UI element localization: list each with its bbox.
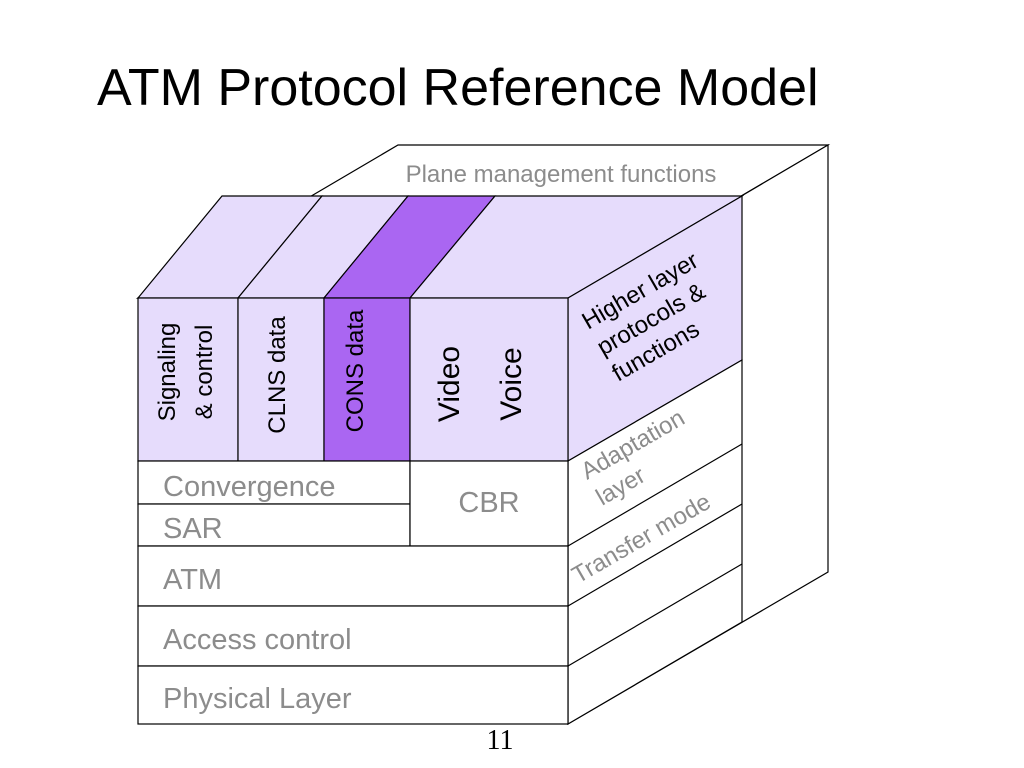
cbr-label: CBR (458, 487, 519, 519)
cbr-box (409, 460, 569, 547)
cons-label: CONS data (342, 309, 369, 432)
atm-row (137, 545, 569, 607)
side-divider-adaptation (567, 443, 743, 547)
access-control-label: Access control (163, 624, 352, 656)
clns-column (237, 297, 325, 462)
atm-label: ATM (163, 564, 222, 596)
page-number: 11 (486, 725, 514, 756)
plane-management-label: Plane management functions (406, 161, 717, 188)
cons-column (323, 297, 411, 462)
clns-label: CLNS data (264, 316, 291, 434)
physical-layer-label: Physical Layer (163, 683, 352, 715)
signaling-label-line1: Signaling (154, 323, 181, 422)
video-label: Video (433, 346, 466, 422)
voice-label: Voice (495, 347, 528, 420)
sar-label: SAR (163, 513, 223, 545)
physical-layer-row (137, 665, 569, 725)
slide-title: ATM Protocol Reference Model (97, 59, 819, 117)
signaling-column (137, 297, 239, 462)
side-divider-access (567, 563, 743, 667)
convergence-label: Convergence (163, 471, 336, 503)
side-divider-transfer (567, 503, 743, 607)
video-voice-column (409, 297, 569, 462)
sar-row (137, 503, 411, 547)
signaling-label-line2: & control (191, 325, 218, 420)
access-control-row (137, 605, 569, 667)
